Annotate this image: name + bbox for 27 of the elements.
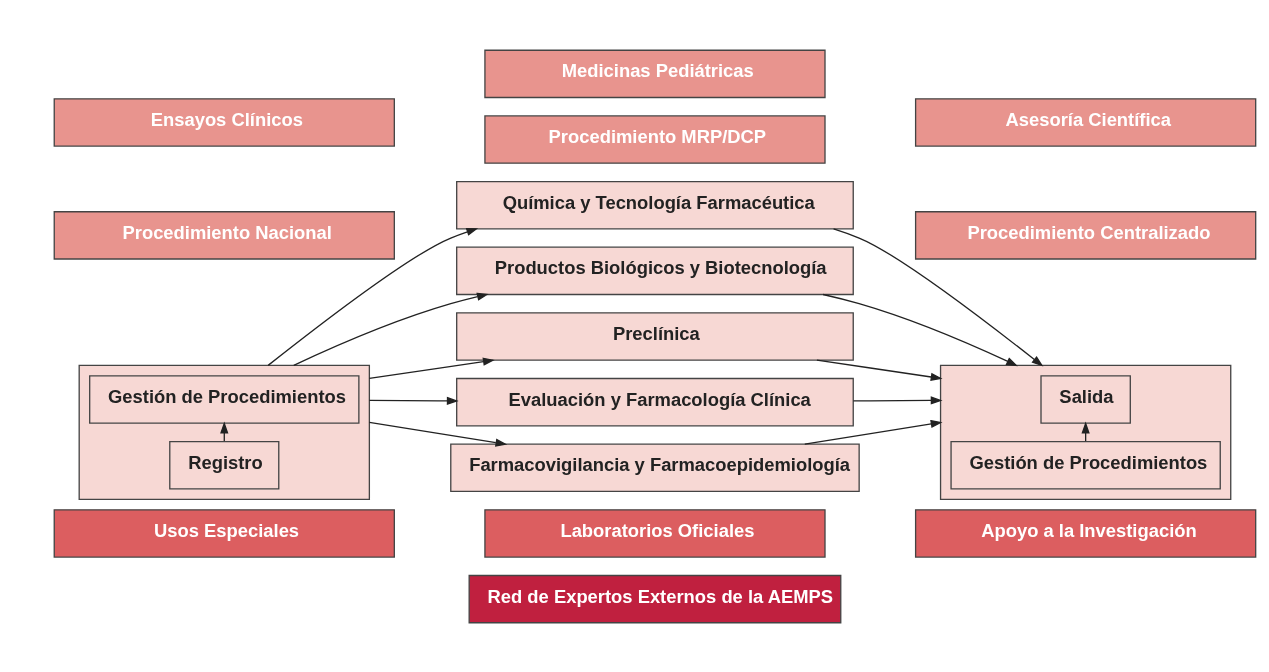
node-box: Medicinas Pediátricas [484, 49, 826, 98]
node-box: Gestión de Procedimientos [89, 374, 360, 424]
arrow [368, 421, 508, 447]
node-box: Ensayos Clínicos [53, 97, 395, 147]
node-box: Asesoría Científica [914, 97, 1257, 147]
node-box: Química y Tecnología Farmacéutica [456, 180, 854, 229]
node-box: Preclínica [456, 311, 854, 361]
node-box: Red de Expertos Externos de la AEMPS [468, 574, 842, 623]
arrow [852, 395, 943, 405]
arrow [267, 227, 479, 366]
node-box: Laboratorios Oficiales [484, 508, 826, 558]
node-box: Procedimiento Nacional [53, 210, 395, 260]
cluster [939, 364, 1232, 500]
node-box: Salida [1040, 374, 1131, 424]
node-box: Gestión de Procedimientos [950, 440, 1221, 489]
arrow [368, 357, 495, 379]
node-box: Procedimiento Centralizado [914, 210, 1257, 260]
node-box: Procedimiento MRP/DCP [484, 114, 826, 164]
node-box: Evaluación y Farmacología Clínica [456, 377, 854, 426]
cluster [78, 364, 371, 500]
node-box: Farmacovigilancia y Farmacoepidemiología [450, 443, 860, 492]
node-box: Usos Especiales [53, 508, 395, 558]
node-box: Apoyo a la Investigación [914, 508, 1257, 558]
arrow [293, 292, 489, 366]
node-box: Productos Biológicos y Biotecnología [456, 246, 854, 295]
arrow [368, 396, 459, 405]
node-box: Registro [169, 440, 280, 489]
